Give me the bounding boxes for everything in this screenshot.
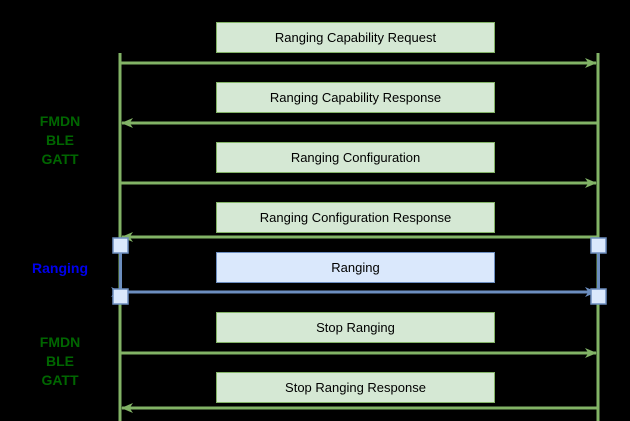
right-activation-bottom — [590, 288, 607, 305]
left-activation-bottom — [112, 288, 129, 305]
message-label: Ranging Configuration — [290, 150, 421, 165]
message-label: Stop Ranging — [316, 320, 395, 335]
message-label: Stop Ranging Response — [285, 380, 426, 395]
message-label: Ranging — [331, 260, 380, 275]
phase-label-line: Ranging — [32, 260, 88, 276]
message-box-7[interactable]: Stop Ranging Response — [216, 372, 495, 403]
phase-fmdn-top: FMDN BLE GATT — [14, 112, 106, 169]
message-label: Ranging Capability Request — [274, 30, 437, 45]
right-activation-top — [590, 237, 607, 254]
message-label: Ranging Configuration Response — [259, 210, 452, 225]
message-box-5[interactable]: Ranging — [216, 252, 495, 283]
message-box-4[interactable]: Ranging Configuration Response — [216, 202, 495, 233]
phase-label-line: BLE — [46, 353, 74, 369]
phase-fmdn-bottom: FMDN BLE GATT — [14, 333, 106, 390]
phase-label-line: FMDN — [39, 113, 81, 129]
phase-ranging: Ranging — [14, 259, 106, 278]
phase-label-line: FMDN — [39, 334, 81, 350]
phase-label-line: GATT — [41, 372, 79, 388]
left-activation-top — [112, 237, 129, 254]
message-box-6[interactable]: Stop Ranging — [216, 312, 495, 343]
message-box-3[interactable]: Ranging Configuration — [216, 142, 495, 173]
message-label: Ranging Capability Response — [269, 90, 442, 105]
message-box-1[interactable]: Ranging Capability Request — [216, 22, 495, 53]
phase-label-line: BLE — [46, 132, 74, 148]
phase-label-line: GATT — [41, 151, 79, 167]
message-box-2[interactable]: Ranging Capability Response — [216, 82, 495, 113]
